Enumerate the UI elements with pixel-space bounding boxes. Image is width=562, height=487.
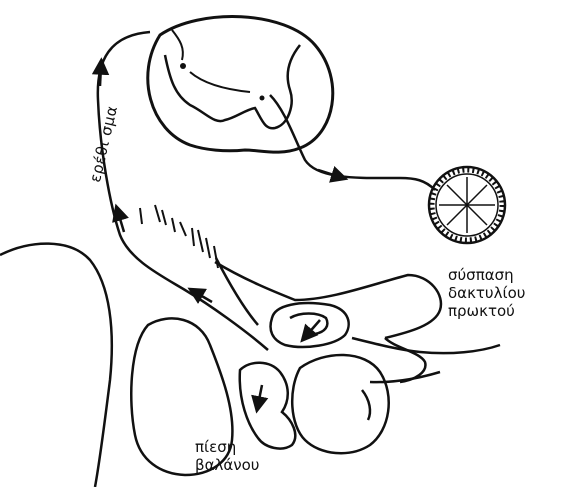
finger-arrow (258, 385, 262, 405)
anal-contraction-label: σύσπαση δακτυλίου πρωκτού (448, 266, 525, 320)
efferent-arrow (318, 170, 340, 177)
anal-contraction-line-2: δακτυλίου (448, 284, 525, 302)
finger (240, 363, 296, 449)
anal-contraction-line-1: σύσπαση (448, 266, 525, 284)
hand-outline (352, 338, 500, 382)
afferent-arrow-upper (100, 66, 101, 86)
glans (292, 355, 389, 453)
hatching (140, 205, 218, 268)
efferent-nerve (270, 95, 435, 190)
spinal-cord-section (148, 17, 333, 153)
glans-pressure-line-1: πίεση (195, 438, 259, 456)
thigh (0, 244, 112, 487)
shaft-lower (385, 338, 425, 382)
glans-pressure-line-2: βαλάνου (195, 456, 259, 474)
glans-pressure-label: πίεση βαλάνου (195, 438, 259, 474)
anal-contraction-line-3: πρωκτού (448, 302, 525, 320)
thumb (271, 303, 349, 347)
anal-sphincter (429, 167, 505, 243)
